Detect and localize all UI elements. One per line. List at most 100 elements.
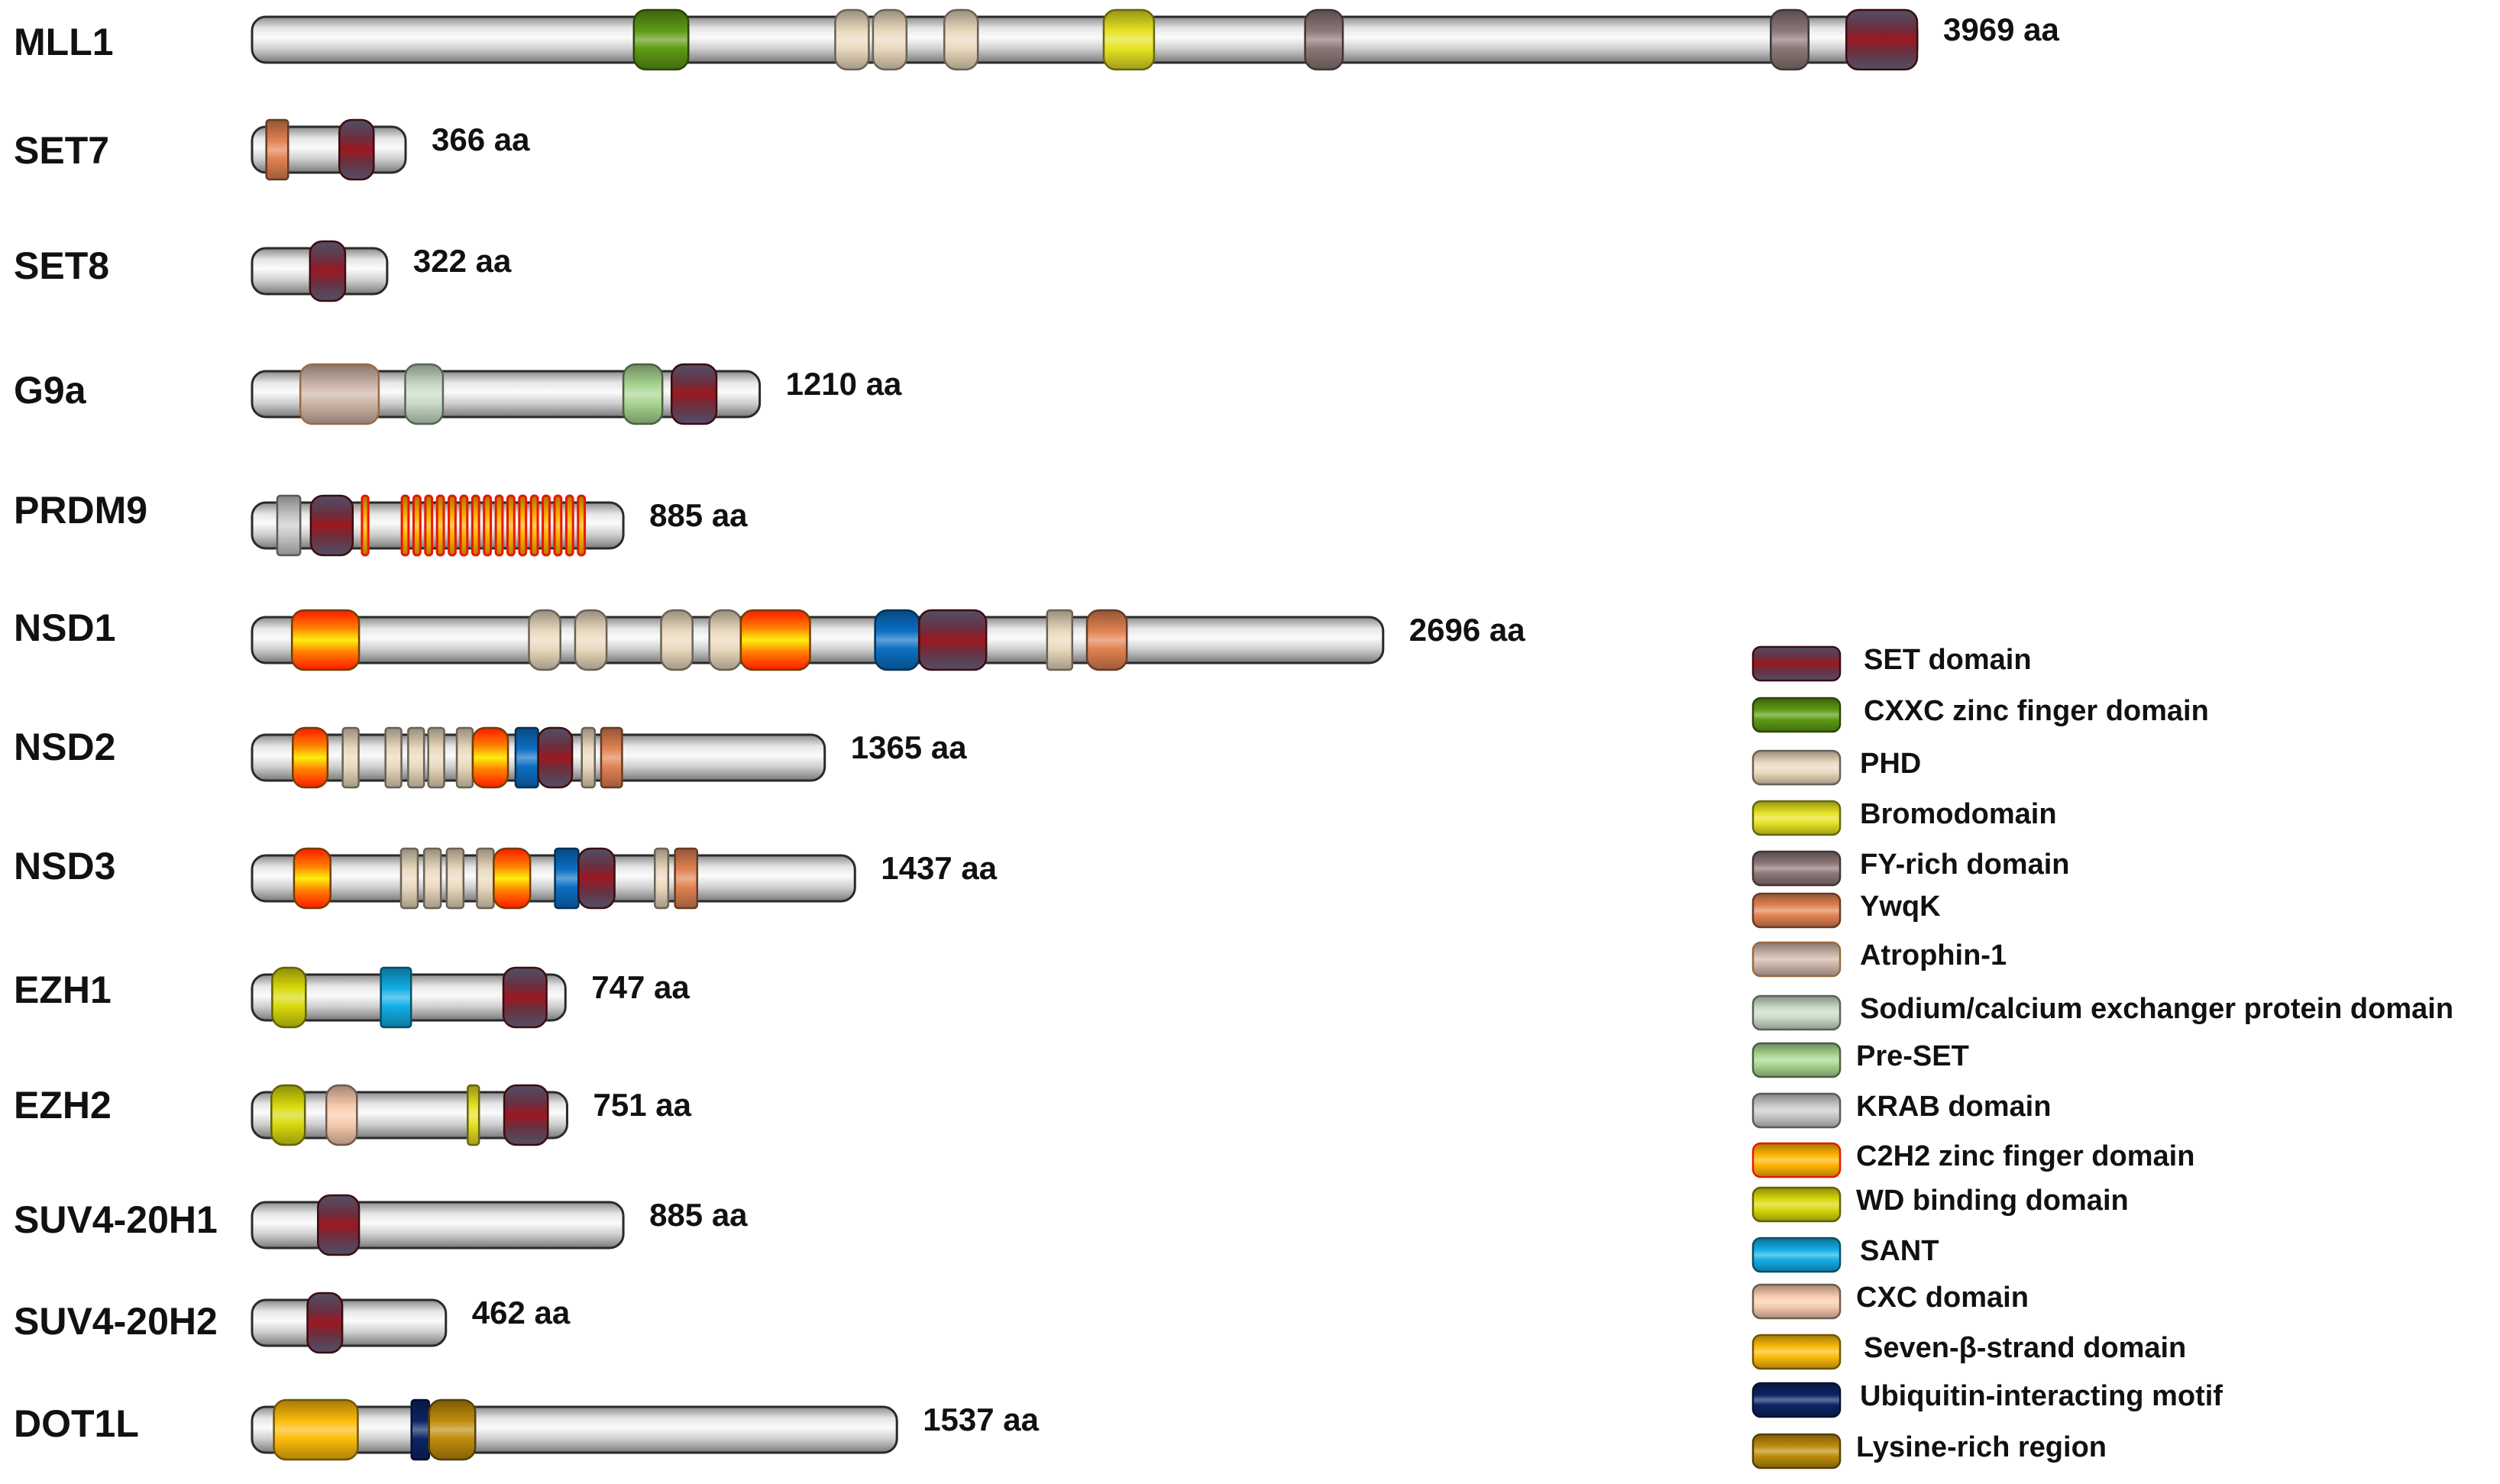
backbone-suv4-20h1 — [251, 1201, 625, 1250]
domain-phd-nsd1-3 — [660, 609, 694, 671]
legend-label: PHD — [1860, 748, 1922, 780]
domain-c2h2-prdm9-12 — [506, 494, 516, 557]
domain-set-mll1-7 — [1845, 8, 1919, 71]
legend-swatch-uim — [1751, 1382, 1842, 1418]
legend-swatch-lysine — [1751, 1433, 1842, 1469]
domain-phd-mll1-1 — [834, 8, 870, 71]
protein-length-label: 1537 aa — [923, 1402, 1040, 1437]
domain-wd-ezh2-0 — [270, 1084, 306, 1146]
legend-swatch-bromo — [1751, 800, 1842, 836]
protein-name: DOT1L — [14, 1402, 139, 1445]
domain-cxc-ezh2-1 — [325, 1084, 358, 1146]
domain-c2h2-prdm9-11 — [494, 494, 504, 557]
protein-row-nsd2 — [251, 726, 826, 789]
domain-sodium-g9a-1 — [404, 363, 445, 425]
protein-row-mll1 — [251, 8, 1919, 71]
protein-length-label: 1365 aa — [850, 729, 967, 765]
legend-swatch-cxxc — [1751, 697, 1842, 733]
domain-set-set7-1 — [338, 118, 375, 181]
protein-length-label: 322 aa — [412, 243, 512, 279]
domain-fy-mll1-6 — [1770, 8, 1810, 71]
protein-length-label: 462 aa — [471, 1295, 571, 1330]
protein-length-label: 366 aa — [432, 121, 530, 157]
protein-name: G9a — [14, 369, 86, 412]
protein-length-label: 3969 aa — [1943, 11, 2059, 47]
legend-label: WD binding domain — [1856, 1185, 2129, 1217]
domain-awsgold-nsd2-6 — [471, 726, 509, 789]
domain-bromo-ezh2-2 — [467, 1084, 480, 1146]
domain-phd-nsd3-1 — [399, 847, 419, 910]
domain-wd-ezh1-0 — [271, 966, 307, 1029]
protein-rows — [251, 8, 1919, 1461]
legend-swatch-ywqk — [1751, 892, 1842, 929]
protein-row-prdm9 — [251, 494, 625, 557]
protein-name: EZH2 — [14, 1084, 112, 1127]
domain-krab-prdm9-0 — [276, 494, 302, 557]
backbone-nsd1 — [251, 616, 1385, 664]
domain-ywqk-nsd3-9 — [674, 847, 699, 910]
domain-phd-nsd1-2 — [574, 609, 608, 671]
backbone-suv4-20h2 — [251, 1298, 448, 1347]
legend-swatch-set — [1751, 645, 1842, 682]
domain-phd-nsd2-9 — [581, 726, 596, 789]
domain-phd-nsd3-2 — [422, 847, 442, 910]
protein-length-label: 885 aa — [649, 1197, 748, 1233]
legend-swatch-krab — [1751, 1092, 1842, 1129]
domain-set-nsd3-7 — [577, 847, 616, 910]
legend-swatch-fy — [1751, 850, 1842, 887]
protein-row-ezh2 — [251, 1084, 568, 1146]
protein-length-label: 751 aa — [593, 1087, 691, 1123]
domain-c2h2-prdm9-8 — [459, 494, 469, 557]
protein-row-suv4-20h2 — [251, 1292, 448, 1354]
legend-label: Seven-β-strand domain — [1864, 1332, 2187, 1364]
domain-c2h2-prdm9-3 — [400, 494, 410, 557]
domain-phd-nsd2-3 — [407, 726, 425, 789]
domain-awsgold-nsd2-0 — [292, 726, 329, 789]
domain-c2h2-prdm9-6 — [435, 494, 445, 557]
domain-awsgold-nsd3-5 — [493, 847, 532, 910]
protein-length-label: 747 aa — [591, 969, 690, 1005]
domain-phd-nsd3-8 — [654, 847, 670, 910]
domain-atrophin-g9a-0 — [299, 363, 380, 425]
legend-label: Bromodomain — [1860, 798, 2057, 830]
protein-row-set7 — [251, 118, 407, 181]
legend-swatch-sant — [1751, 1237, 1842, 1273]
protein-row-ezh1 — [251, 966, 567, 1029]
domain-phd-nsd1-4 — [708, 609, 742, 671]
legend-swatch-wd — [1751, 1186, 1842, 1223]
legend-swatch-cxc — [1751, 1283, 1842, 1320]
legend-label: Ubiquitin-interacting motif — [1860, 1380, 2223, 1412]
domain-awsgold-nsd1-0 — [290, 609, 361, 671]
domain-c2h2-prdm9-10 — [483, 494, 493, 557]
domain-phd-nsd2-4 — [427, 726, 445, 789]
domain-phd-nsd3-4 — [476, 847, 495, 910]
domain-c2h2-prdm9-16 — [553, 494, 563, 557]
domain-phd-nsd2-2 — [384, 726, 403, 789]
legend-label: Lysine-rich region — [1856, 1431, 2107, 1463]
domain-phd-nsd1-8 — [1046, 609, 1074, 671]
domain-c2h2-prdm9-7 — [448, 494, 457, 557]
protein-row-dot1l — [251, 1398, 898, 1461]
protein-row-nsd1 — [251, 609, 1385, 671]
domain-awsgold-nsd1-5 — [739, 609, 811, 671]
legend-swatch-phd — [1751, 749, 1842, 786]
protein-name: NSD3 — [14, 845, 116, 887]
domain-set-prdm9-1 — [309, 494, 354, 557]
legend-label: C2H2 zinc finger domain — [1856, 1140, 2195, 1172]
legend-label: YwqK — [1860, 891, 1941, 923]
domain-set-suv4-20h1-0 — [316, 1194, 361, 1256]
domain-fy-mll1-5 — [1304, 8, 1344, 71]
legend — [1751, 645, 1842, 1469]
domain-c2h2-prdm9-18 — [577, 494, 587, 557]
domain-ywqk-nsd2-10 — [600, 726, 623, 789]
legend-label: SET domain — [1864, 644, 2032, 676]
protein-name: SUV4-20H1 — [14, 1198, 218, 1241]
legend-label: Pre-SET — [1856, 1040, 1969, 1072]
protein-length-label: 885 aa — [649, 497, 748, 533]
legend-swatch-c2h2 — [1751, 1142, 1842, 1178]
protein-name: NSD2 — [14, 726, 116, 768]
protein-name: PRDM9 — [14, 489, 148, 532]
domain-uim-dot1l-1 — [410, 1398, 431, 1461]
domain-c2h2-prdm9-2 — [361, 494, 370, 557]
legend-label: FY-rich domain — [1860, 849, 2070, 881]
